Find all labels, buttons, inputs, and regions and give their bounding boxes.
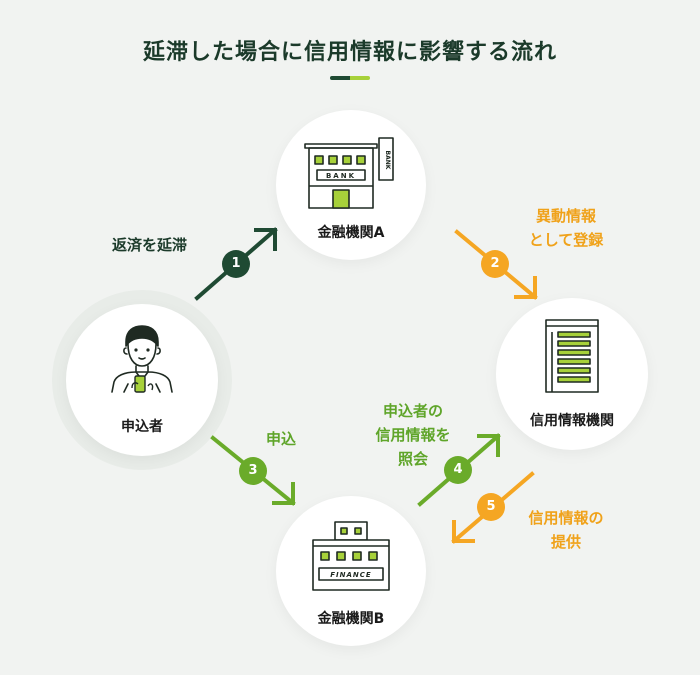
- bank-b-node: FINANCE 金融機関B: [276, 496, 426, 646]
- bank-side-text: BANK: [384, 151, 391, 170]
- bank-b-label: 金融機関B: [317, 611, 385, 627]
- title-underline: [330, 76, 370, 80]
- step-1-label: 返済を延滞: [112, 236, 188, 254]
- applicant-label: 申込者: [121, 419, 163, 435]
- step-3-badge: 3: [239, 457, 267, 485]
- applicant-node: 申込者: [66, 304, 218, 456]
- credit-bureau-label: 信用情報機関: [530, 413, 614, 429]
- step-1-badge: 1: [222, 250, 250, 278]
- finance-sign-text: FINANCE: [330, 571, 371, 579]
- step-5-label: 信用情報の 提供: [528, 509, 604, 551]
- step-4-label: 申込者の 信用情報を 照会: [375, 402, 451, 468]
- diagram-title: 延滞した場合に信用情報に影響する流れ: [142, 40, 557, 65]
- bank-a-node: BANK BANK 金融機関A: [276, 110, 426, 260]
- credit-bureau-node: 信用情報機関: [496, 298, 648, 450]
- person-with-phone-icon: [111, 325, 173, 393]
- step-4-badge: 4: [444, 456, 472, 484]
- step-3-label: 申込: [266, 430, 297, 448]
- step-2-label: 異動情報 として登録: [528, 207, 604, 249]
- bank-building-icon: BANK BANK: [304, 137, 394, 209]
- step-2-badge: 2: [481, 250, 509, 278]
- bank-a-label: 金融機関A: [317, 225, 385, 241]
- finance-building-icon: FINANCE: [312, 521, 390, 591]
- step-5-badge: 5: [477, 493, 505, 521]
- office-tower-icon: [545, 319, 599, 393]
- bank-sign-text: BANK: [326, 172, 356, 180]
